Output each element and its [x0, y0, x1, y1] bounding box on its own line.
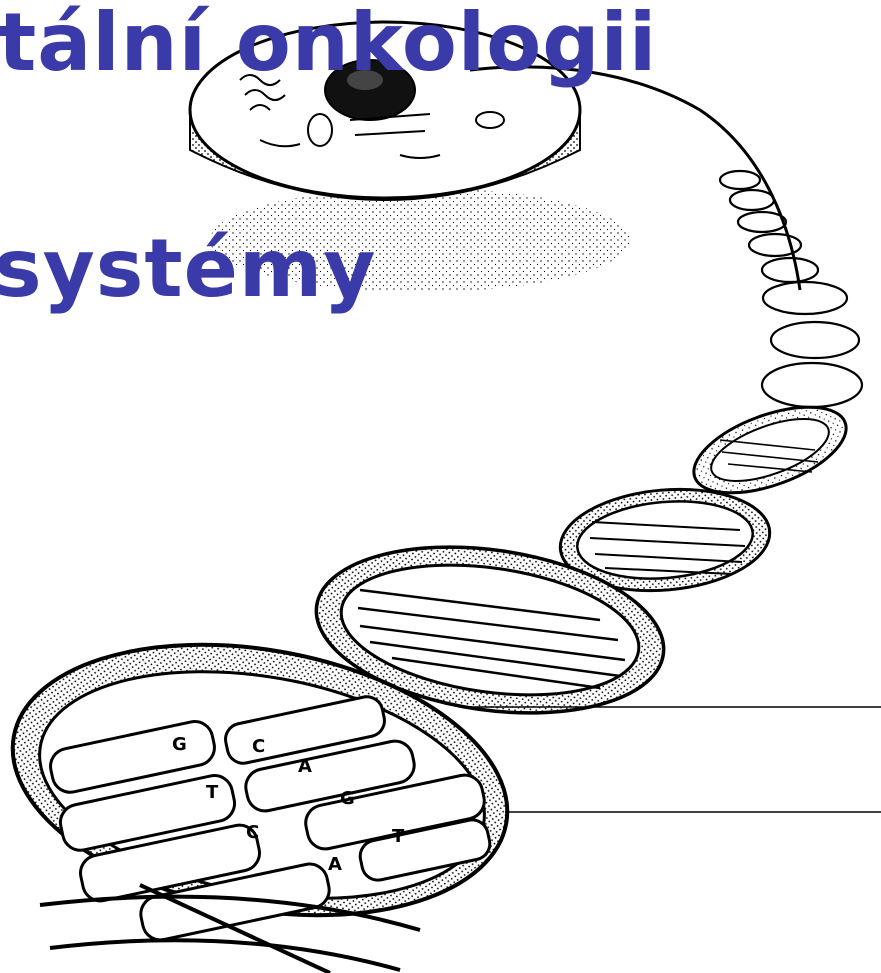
- base-label-c-1: C: [252, 736, 265, 757]
- base-label-a-2: A: [328, 854, 342, 875]
- base-label-c-2: C: [246, 822, 259, 843]
- base-label-g-2: G: [340, 788, 355, 809]
- base-label-t-1: T: [206, 782, 219, 803]
- title-line-1: tální onkologii: [0, 0, 657, 89]
- chromatin-coil: [720, 171, 862, 407]
- base-label-t-2: T: [392, 826, 405, 847]
- title-line-2: systémy: [0, 222, 376, 315]
- base-label-g-1: G: [172, 734, 187, 755]
- base-label-a-1: A: [298, 756, 312, 777]
